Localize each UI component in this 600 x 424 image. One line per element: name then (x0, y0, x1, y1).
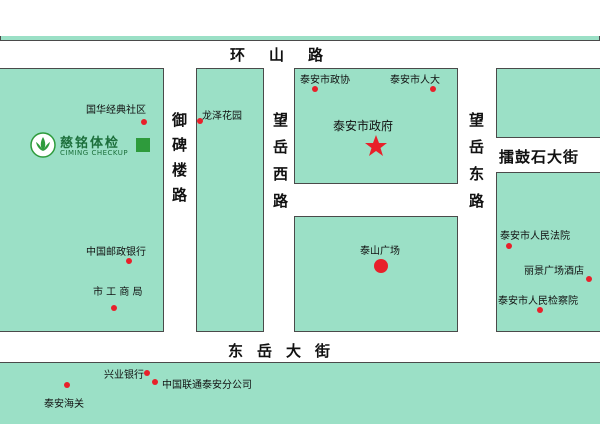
poi-label-procuratorate: 泰安市人民检察院 (498, 296, 578, 307)
ciming-logo: 慈铭体检 CIMING CHECKUP (30, 132, 140, 160)
poi-marker-post[interactable] (126, 258, 132, 264)
poi-marker-unicom[interactable] (152, 379, 158, 385)
logo-name-en: CIMING CHECKUP (60, 149, 129, 157)
poi-label-gongshang: 市 工 商 局 (93, 287, 143, 298)
poi-marker-xingye[interactable] (144, 370, 150, 376)
road-label-dongyue: 东岳大街 (228, 342, 345, 360)
poi-marker-court[interactable] (506, 243, 512, 249)
poi-label-zhengfu: 泰安市政府 (333, 119, 394, 133)
block-east-top (496, 68, 600, 138)
logo-square (136, 138, 150, 152)
road-label-huanshan: 环山路 (230, 46, 348, 64)
poi-marker-procuratorate[interactable] (537, 307, 543, 313)
block-east-bottom (496, 172, 600, 332)
poi-marker-customs[interactable] (64, 382, 70, 388)
poi-marker-guohua[interactable] (141, 119, 147, 125)
block-government (294, 68, 458, 184)
poi-marker-zhengfu-star[interactable] (364, 134, 388, 158)
block-west (0, 68, 164, 332)
block-south (0, 362, 600, 424)
poi-label-xingye: 兴业银行 (104, 370, 144, 381)
poi-label-renda: 泰安市人大 (390, 75, 440, 86)
road-label-yubeilou: 御碑楼路 (170, 112, 188, 212)
road-label-wangyue-west: 望岳西路 (271, 112, 289, 220)
logo-name-cn: 慈铭体检 (60, 136, 121, 151)
poi-label-guohua: 国华经典社区 (86, 105, 146, 116)
road-label-leigushi: 擂鼓石大街 (499, 148, 580, 166)
poi-label-unicom: 中国联通泰安分公司 (162, 380, 252, 391)
poi-label-post: 中国邮政银行 (86, 247, 146, 258)
poi-marker-lijing[interactable] (586, 276, 592, 282)
poi-label-lijing: 丽景广场酒店 (524, 266, 584, 277)
poi-marker-taishan-square[interactable] (374, 259, 388, 273)
block-longze (196, 68, 264, 332)
poi-label-zhengxie: 泰安市政协 (300, 75, 350, 86)
poi-label-longze: 龙泽花园 (202, 111, 242, 122)
lotus-logo-icon (30, 132, 56, 158)
poi-marker-longze[interactable] (197, 118, 203, 124)
poi-label-customs: 泰安海关 (44, 399, 84, 410)
block-top-strip (0, 36, 600, 41)
poi-marker-renda[interactable] (430, 86, 436, 92)
poi-marker-zhengxie[interactable] (312, 86, 318, 92)
poi-marker-gongshang[interactable] (111, 305, 117, 311)
poi-label-court: 泰安市人民法院 (500, 231, 570, 242)
block-taishan-square (294, 216, 458, 332)
road-label-wangyue-east: 望岳东路 (467, 112, 485, 220)
poi-label-taishan-square: 泰山广场 (360, 246, 400, 257)
